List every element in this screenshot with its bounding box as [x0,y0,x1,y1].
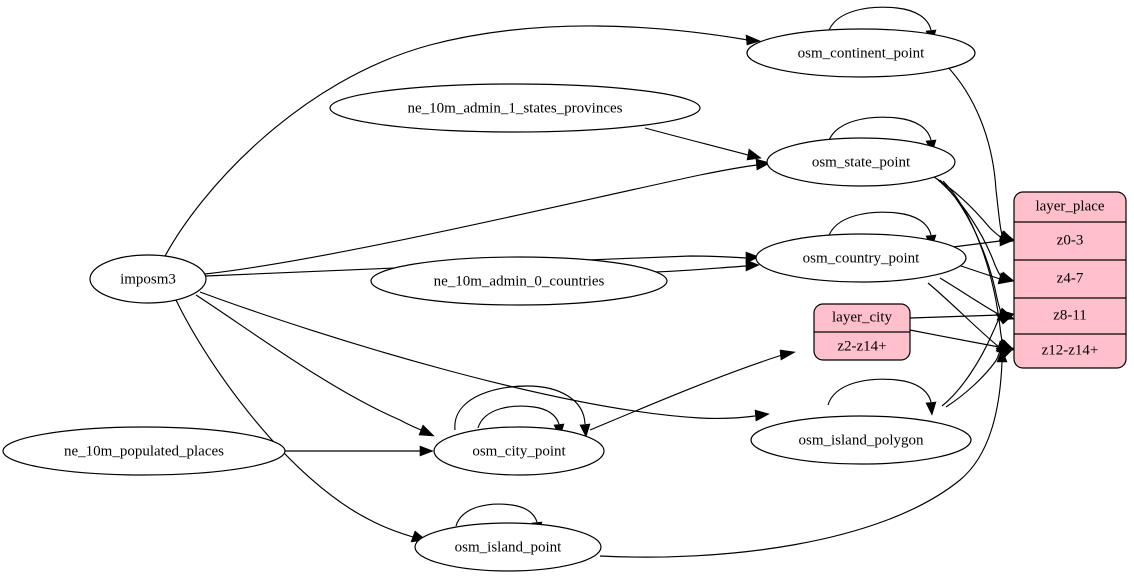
selfloop-osm_state_point [827,116,932,144]
selfloop-osm_island_point [455,503,538,527]
edge-layer_city-to-layer_place-z12-z14 [909,329,1000,348]
selfloop-osm_island_polygon [827,378,932,406]
arrowhead [579,423,591,438]
arrowhead [418,424,435,437]
edge-osm_country_point-to-layer_place-z0-3 [952,240,1001,248]
arrowhead [925,401,937,416]
arrowhead [745,259,760,272]
node-layer: imposm3 ne_10m_admin_1_states_provinces … [2,28,976,572]
arrowhead [754,409,770,422]
edge-layer [163,6,1015,558]
edge-osm_continent_point-to-layer_place-z0-3 [944,63,1004,239]
edge-layer_city-to-layer_place-z8-11 [909,314,1001,319]
layer_place-body [1013,191,1127,369]
arrowhead [997,272,1015,285]
arrowhead [779,349,796,361]
record-node-layer_city[interactable]: layer_city z2-z14+ [813,303,911,361]
node-ne_10m_admin_0_countries[interactable]: ne_10m_admin_0_countries [370,256,668,306]
edge-imposm3-to-osm_island_polygon [199,291,756,419]
edge-osm_island_polygon-to-layer_place-z12-z14 [945,349,1001,408]
arrowhead [745,34,761,46]
arrowhead [419,445,434,457]
node-osm_state_point[interactable]: osm_state_point [766,137,956,187]
edge-ne_states-to-osm_state_point [644,127,749,156]
arrowhead [755,158,771,171]
node-imposm3[interactable]: imposm3 [89,254,207,304]
edge-ne_countries-to-osm_country_point [652,265,747,273]
selfloop-osm_city_point-outer [454,385,586,431]
edge-osm_country_point-to-layer_place-z4-7 [954,263,1001,280]
arrowhead [746,148,762,161]
edge-imposm3-to-osm_island_point [175,299,414,538]
selfloop-osm_continent_point [827,6,932,34]
node-osm_country_point[interactable]: osm_country_point [755,233,967,283]
node-osm_continent_point[interactable]: osm_continent_point [746,28,976,78]
arrowhead [996,348,1008,363]
arrowhead [995,347,1015,359]
edge-osm_city_point-to-layer_city-z2-z14 [589,354,783,431]
node-osm_island_point[interactable]: osm_island_point [414,522,602,572]
selfloop-osm_country_point [827,211,932,239]
edge-imposm3-to-osm_continent_point [163,25,749,259]
edge-osm_island_point-to-layer_place-z12-z14 [599,361,1003,558]
arrowhead [999,235,1015,247]
edge-osm_country_point-to-layer_place-z8-11 [939,277,1001,316]
node-ne_10m_admin_1_states_provinces[interactable]: ne_10m_admin_1_states_provinces [329,83,701,133]
edge-imposm3-to-osm_city_point [195,294,422,431]
node-osm_island_polygon[interactable]: osm_island_polygon [750,415,972,465]
arrowhead [995,313,1015,325]
node-ne_10m_populated_places[interactable]: ne_10m_populated_places [2,426,286,476]
record-node-layer_place[interactable]: layer_place z0-3 z4-7 z8-11 z12-z14+ [1013,191,1127,369]
node-osm_city_point[interactable]: osm_city_point [433,426,605,476]
selfloop-osm_city_point [477,405,560,429]
edge-imposm3-to-osm_state_point [204,164,758,275]
edge-osm_island_polygon-to-layer_place-z8-11 [941,315,1001,407]
arrowhead [745,251,760,264]
